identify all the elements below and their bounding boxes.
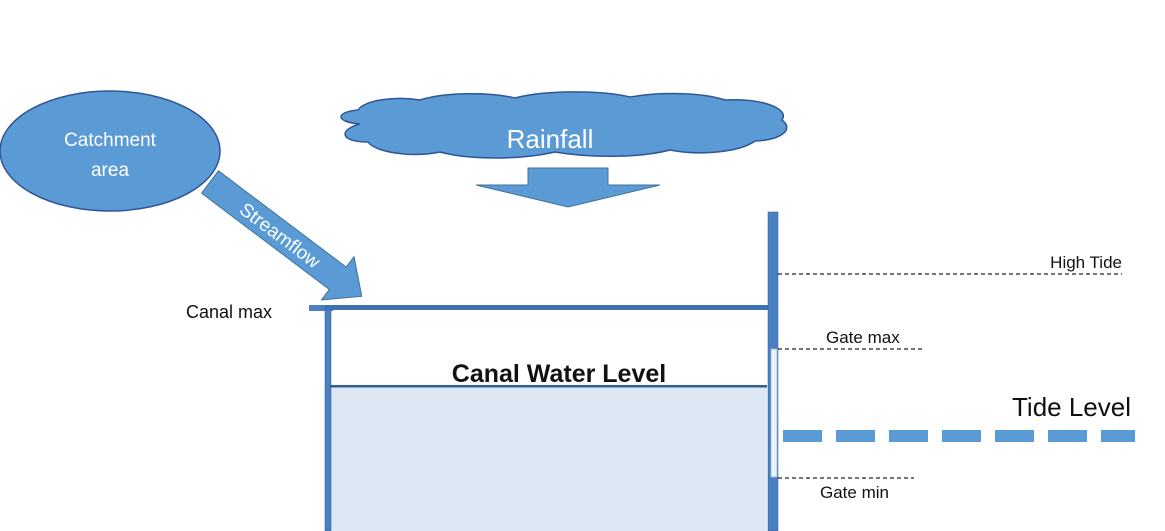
canal-max-line	[325, 305, 768, 310]
streamflow-label: Streamflow	[235, 199, 324, 273]
canal-water	[330, 387, 767, 531]
canal-max-label: Canal max	[186, 302, 272, 322]
gate-min-label: Gate min	[820, 483, 889, 502]
gate-opening	[770, 348, 778, 478]
canal-water-level-line	[330, 385, 767, 388]
catchment-ellipse	[0, 90, 221, 212]
rainfall-cloud: Rainfall	[340, 91, 788, 159]
rainfall-down-arrow	[475, 167, 661, 208]
canal-max-tick	[309, 305, 333, 311]
high-tide-label: High Tide	[1050, 253, 1122, 272]
catchment-label-line2: area	[91, 160, 129, 181]
canal-left-wall	[324, 306, 332, 531]
rainfall-label: Rainfall	[507, 124, 594, 154]
cloud-shape	[340, 91, 788, 159]
streamflow-arrow: Streamflow	[200, 170, 363, 301]
streamflow-arrow-shape	[200, 170, 363, 301]
canal-water-level-label: Canal Water Level	[452, 360, 666, 388]
catchment-label-line1: Catchment	[64, 130, 157, 151]
gate-max-label: Gate max	[826, 328, 900, 347]
tide-level-label: Tide Level	[1012, 392, 1131, 422]
catchment-area: Catchment area	[0, 90, 221, 212]
